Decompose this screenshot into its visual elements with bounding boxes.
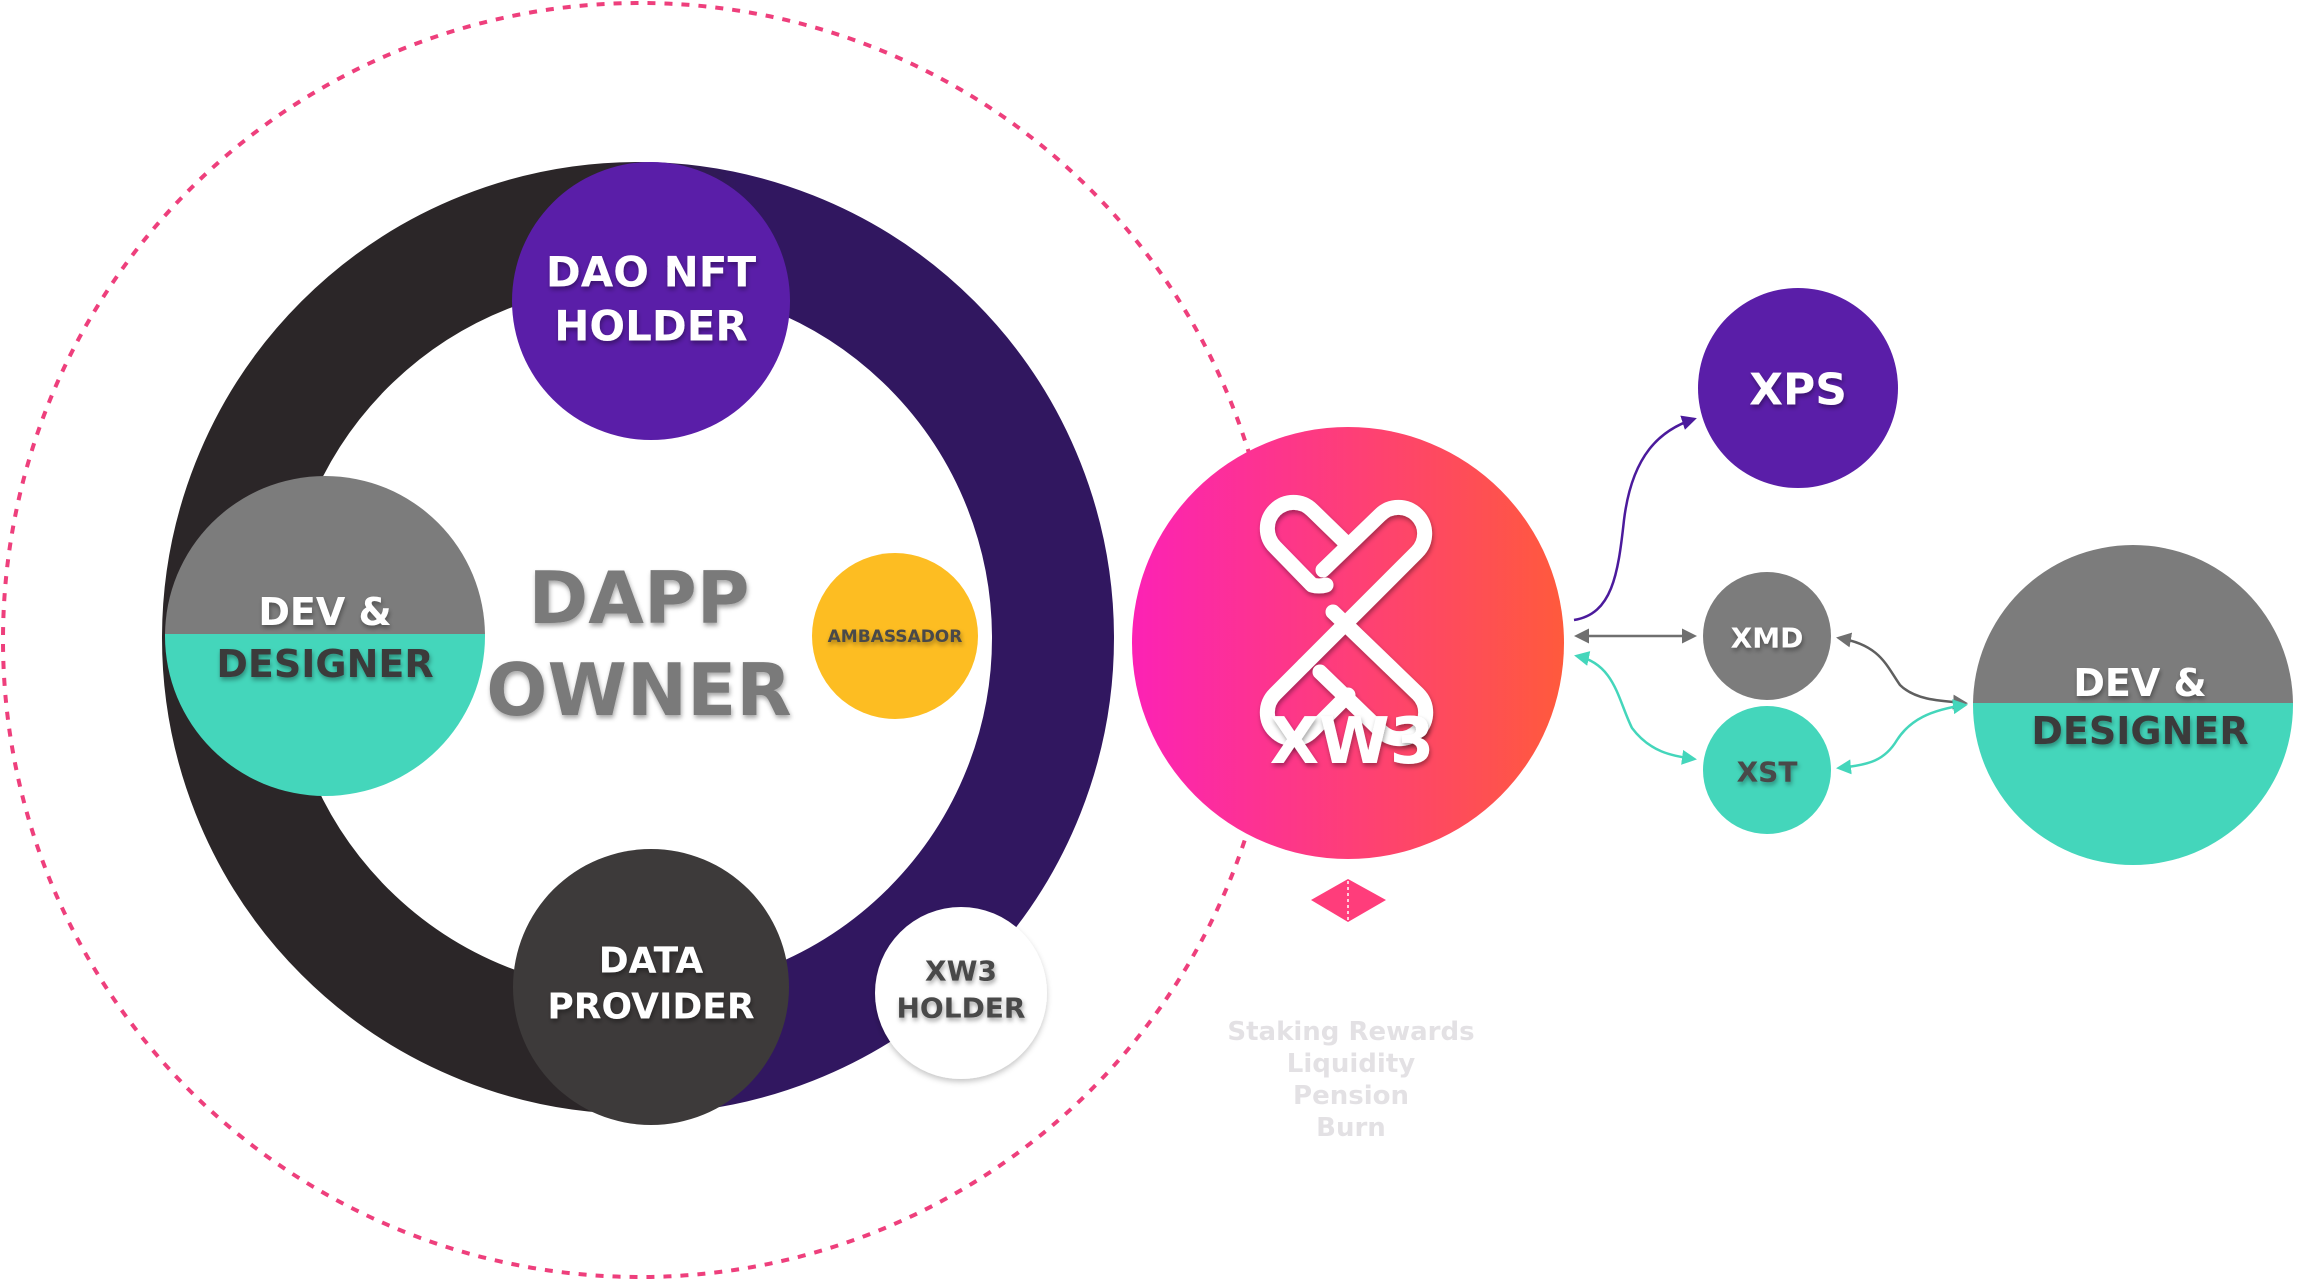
xps-circle — [1698, 288, 1898, 488]
dao-nft-holder-line-2: HOLDER — [554, 302, 748, 351]
xw3-token[interactable]: XW3 — [1132, 427, 1564, 859]
token-use-item: Liquidity — [1287, 1049, 1415, 1079]
ambassador-label: AMBASSADOR — [828, 627, 963, 647]
node-xps[interactable]: XPS — [1698, 288, 1898, 488]
dev-designer-left-bottom-half — [165, 634, 485, 796]
xw3-logo-icon — [1259, 494, 1434, 747]
xst-label: XST — [1737, 756, 1798, 789]
dao-nft-holder-line-1: DAO NFT — [546, 248, 757, 297]
dao-nft-holder-circle — [512, 162, 790, 440]
node-xst[interactable]: XST — [1703, 706, 1831, 834]
dev-designer-right-line-2: DESIGNER — [2031, 709, 2248, 753]
token-use-item: Burn — [1316, 1113, 1386, 1143]
xw3-holder-line-1: XW3 — [925, 955, 997, 988]
xps-label: XPS — [1749, 365, 1847, 416]
xw3-holder-circle — [875, 907, 1047, 1079]
token-use-item: Staking Rewards — [1227, 1017, 1474, 1047]
node-dev-designer-right[interactable]: DEV & DESIGNER — [1973, 545, 2293, 865]
dapp-owner-title: DAPP OWNER — [486, 556, 792, 732]
node-dev-designer-left[interactable]: DEV & DESIGNER — [165, 476, 485, 796]
arrow-dev-xmd — [1836, 632, 1968, 710]
arrow-xw3-xst — [1574, 651, 1697, 765]
data-provider-line-2: PROVIDER — [547, 987, 754, 1028]
xw3-token-circle — [1132, 427, 1564, 859]
arrow-xw3-to-xps — [1573, 415, 1697, 622]
dev-designer-left-line-2: DESIGNER — [216, 642, 433, 686]
token-uses-list: Staking Rewards Liquidity Pension Burn — [1227, 1017, 1474, 1143]
xmd-circle — [1703, 572, 1831, 700]
data-provider-circle — [513, 849, 789, 1125]
node-ambassador[interactable]: AMBASSADOR — [812, 553, 978, 719]
dev-designer-right-bottom-half — [1973, 703, 2293, 865]
node-data-provider[interactable]: DATA PROVIDER — [513, 849, 789, 1125]
xmd-label: XMD — [1731, 622, 1804, 655]
data-provider-line-1: DATA — [599, 941, 704, 982]
arrow-dev-xst — [1836, 699, 1968, 775]
xst-circle — [1703, 706, 1831, 834]
xw3-holder-line-2: HOLDER — [896, 992, 1025, 1025]
dev-designer-right-line-1: DEV & — [2073, 661, 2206, 705]
dev-designer-right-top-half — [1973, 545, 2293, 703]
dev-designer-left-top-half — [165, 476, 485, 634]
token-use-item: Pension — [1293, 1081, 1409, 1111]
dev-designer-left-line-1: DEV & — [258, 590, 391, 634]
node-xw3-holder[interactable]: XW3 HOLDER — [875, 907, 1047, 1079]
xw3-token-name: XW3 — [1270, 705, 1434, 779]
diamond-marker-icon — [1311, 879, 1386, 922]
dapp-owner-line-2: OWNER — [486, 648, 792, 732]
node-dao-nft-holder[interactable]: DAO NFT HOLDER — [512, 162, 790, 440]
ambassador-circle — [812, 553, 978, 719]
node-xmd[interactable]: XMD — [1703, 572, 1831, 700]
dapp-owner-line-1: DAPP — [528, 556, 749, 640]
